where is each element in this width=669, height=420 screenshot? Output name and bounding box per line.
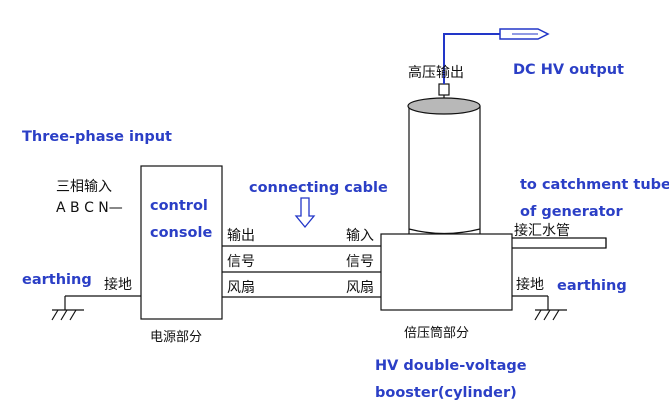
earth-hatch-right-3	[552, 309, 560, 321]
cn-booster-section: 倍压筒部分	[404, 325, 469, 341]
cn-catchment-pipe: 接汇水管	[514, 222, 570, 239]
hv-lead-cable	[443, 33, 500, 84]
earth-hatch-left-2	[60, 309, 68, 321]
earth-hatch-left-1	[51, 309, 59, 321]
label-console: console	[150, 225, 212, 241]
label-earthing-right: earthing	[557, 278, 627, 294]
cn-output: 输出	[227, 228, 255, 244]
booster-base-box	[380, 233, 513, 311]
cable-arrow-icon	[294, 197, 316, 229]
label-of-generator: of generator	[520, 204, 624, 220]
label-three-phase-input: Three-phase input	[22, 129, 172, 145]
cn-abcn: A B C N—	[56, 200, 123, 216]
cn-three-phase-in: 三相输入	[56, 179, 112, 195]
label-dc-hv-output: DC HV output	[513, 62, 624, 78]
cn-hv-output: 高压输出	[408, 64, 464, 81]
label-booster-cylinder: booster(cylinder)	[375, 385, 517, 401]
label-connecting-cable: connecting cable	[249, 180, 388, 196]
cn-input: 输入	[346, 228, 374, 244]
cn-signal-right: 信号	[346, 254, 374, 270]
control-console-box	[140, 165, 223, 320]
label-earthing-left: earthing	[22, 272, 92, 288]
earth-hatch-right-2	[543, 309, 551, 321]
cn-fan-right: 风扇	[346, 280, 374, 296]
catchment-connector	[512, 237, 607, 249]
label-catchment-tube: to catchment tube	[520, 177, 669, 193]
earth-hatch-left-3	[69, 309, 77, 321]
cn-ground-left: 接地	[104, 276, 132, 293]
cn-fan-left: 风扇	[227, 280, 255, 296]
cylinder-top	[407, 97, 481, 115]
cn-ground-right: 接地	[516, 276, 544, 293]
cylinder-bottom-arc	[408, 228, 481, 235]
earth-hatch-right-1	[534, 309, 542, 321]
cn-signal-left: 信号	[227, 254, 255, 270]
cn-power-section: 电源部分	[150, 330, 202, 345]
label-hv-booster: HV double-voltage	[375, 358, 527, 374]
label-control: control	[150, 198, 208, 214]
hv-terminal-cap	[438, 83, 450, 96]
